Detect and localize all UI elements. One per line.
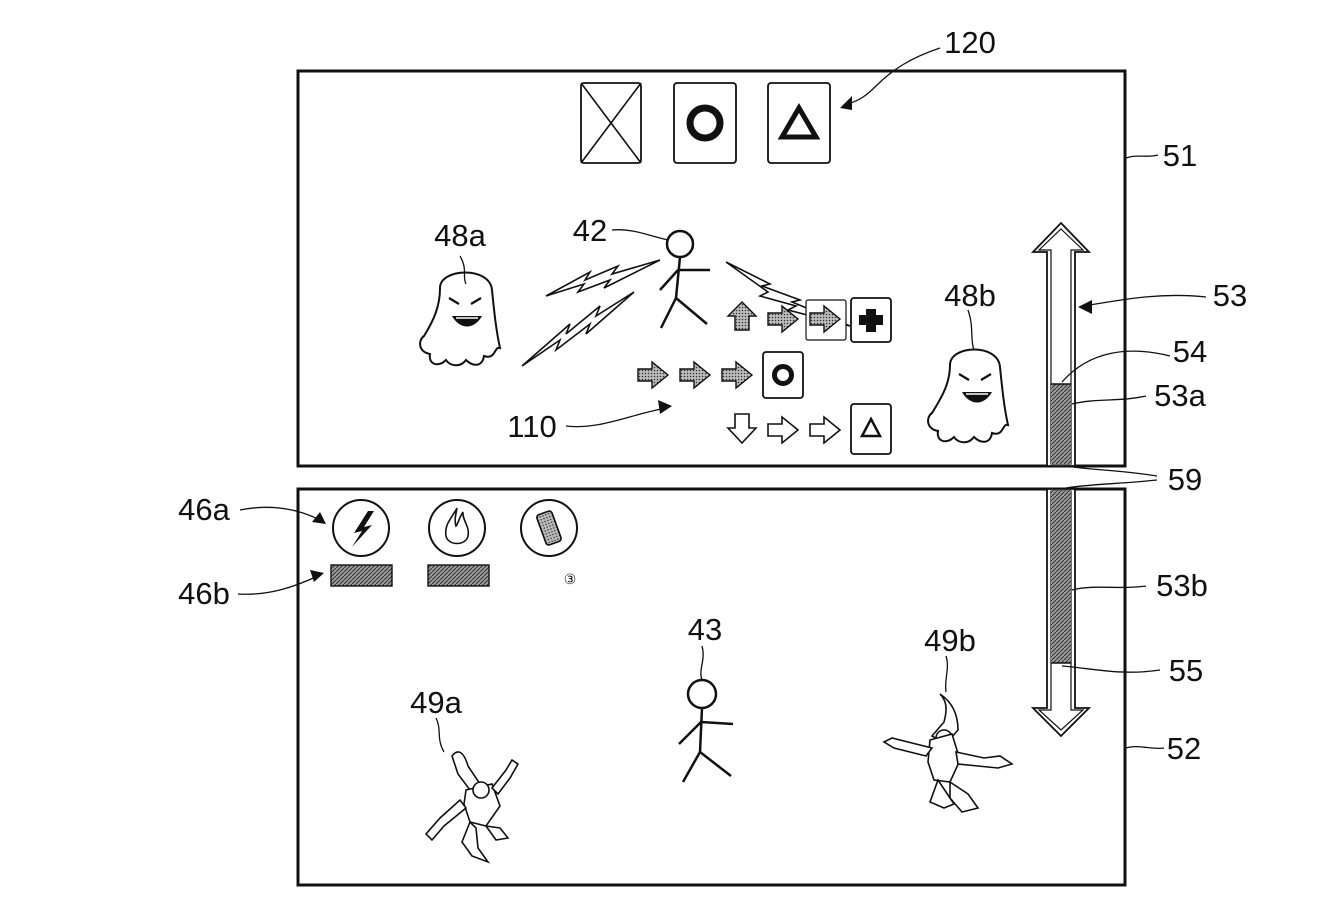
up-arrow-icon — [726, 301, 758, 331]
label-55: 55 — [1169, 653, 1203, 688]
label-54: 54 — [1173, 334, 1207, 369]
right-arrow-icon — [809, 304, 842, 334]
right-arrow-icon — [679, 360, 712, 390]
item-can-icon — [536, 510, 562, 546]
right-arrow-icon — [721, 360, 754, 390]
enemy-ghost-upper-right — [927, 348, 1010, 444]
label-42: 42 — [573, 213, 607, 248]
label-48b: 48b — [944, 278, 996, 313]
leader-lines — [237, 47, 1207, 753]
enemy-ghost-upper-left — [419, 271, 502, 367]
label-46a: 46a — [178, 492, 230, 527]
right-arrow-icon — [809, 415, 842, 445]
item-count: ③ — [564, 572, 577, 588]
enemy-elf-lower-right — [882, 693, 1014, 813]
enemy-elf-lower-left — [424, 751, 520, 864]
attack-effect-left — [521, 259, 661, 367]
skill-fire[interactable] — [428, 499, 486, 557]
right-arrow-icon — [637, 360, 670, 390]
attack-effect-right — [725, 261, 851, 327]
skill-item[interactable] — [520, 499, 578, 557]
skill-bar-lightning — [330, 564, 393, 587]
player-character-lower — [678, 678, 734, 783]
card-circle[interactable] — [673, 82, 737, 164]
gauge — [1030, 221, 1092, 738]
label-53b: 53b — [1156, 568, 1208, 603]
circle-icon — [772, 364, 794, 386]
label-51: 51 — [1163, 138, 1197, 173]
right-arrow-icon — [767, 415, 800, 445]
label-53a: 53a — [1154, 378, 1206, 413]
label-49a: 49a — [410, 685, 462, 720]
right-arrow-icon — [767, 304, 800, 334]
down-arrow-icon — [726, 413, 758, 445]
gauge-upper-fill — [1051, 384, 1071, 464]
triangle-icon — [859, 416, 883, 438]
label-48a: 48a — [434, 218, 486, 253]
plus-icon — [859, 309, 883, 332]
player-character-upper — [659, 229, 710, 329]
card-cross[interactable] — [580, 82, 642, 164]
skill-lightning[interactable] — [332, 499, 390, 557]
label-59: 59 — [1168, 462, 1202, 497]
label-49b: 49b — [924, 623, 976, 658]
fire-icon — [444, 507, 470, 545]
label-120: 120 — [944, 25, 996, 60]
card-triangle[interactable] — [767, 82, 831, 164]
label-52: 52 — [1167, 731, 1201, 766]
lightning-icon — [352, 511, 374, 547]
label-46b: 46b — [178, 576, 230, 611]
label-110: 110 — [507, 409, 556, 444]
command-plus — [850, 297, 892, 343]
command-triangle — [850, 403, 892, 455]
skill-bar-fire — [427, 564, 490, 587]
gauge-lower-fill — [1051, 491, 1071, 663]
lower-screen — [296, 487, 1127, 887]
label-43: 43 — [688, 612, 722, 647]
label-53: 53 — [1213, 278, 1247, 313]
command-sequence — [637, 297, 892, 455]
command-circle — [762, 351, 804, 399]
